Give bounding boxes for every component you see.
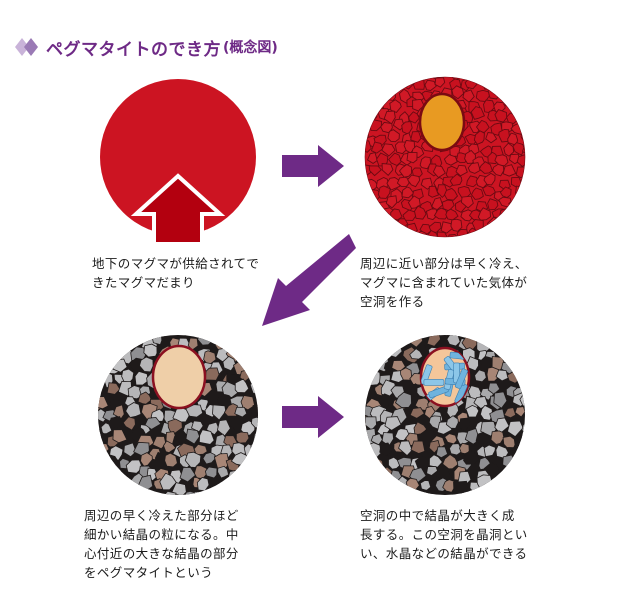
caption-stage-4: 空洞の中で結晶が大きく成 長する。この空洞を晶洞とい い、水晶などの結晶ができる [360, 508, 528, 561]
caption-stage-2: 周辺に近い部分は早く冷え、 マグマに含まれていた気体が 空洞を作る [360, 256, 528, 309]
stage-magma-chamber [93, 72, 263, 246]
caption-stage-3: 周辺の早く冷えた部分ほど 細かい結晶の粒になる。中 心付近の大きな結晶の部分 を… [84, 508, 239, 580]
diamond-bullet-icon [15, 38, 38, 56]
pegmatite-cavity [151, 344, 207, 410]
magma-chamber-disk [100, 79, 256, 235]
caption-stage-1: 地下のマグマが供給されてで きたマグマだまり [92, 256, 260, 290]
title-main: ペグマタイトのでき方 [46, 39, 221, 60]
arrow-right-bottom-icon [282, 396, 344, 438]
stage-crystal-growth [360, 330, 530, 500]
stage-cavity [360, 72, 530, 242]
arrow-diagonal-icon [262, 234, 356, 326]
title-sub: (概念図) [223, 40, 278, 56]
diagram-title: ペグマタイトのでき方 (概念図) [14, 36, 278, 60]
magma-supply-arrow-icon [130, 173, 226, 246]
stage-fine-crystals [93, 330, 263, 500]
arrow-right-top-icon [282, 145, 344, 187]
gas-cavity [418, 92, 466, 152]
